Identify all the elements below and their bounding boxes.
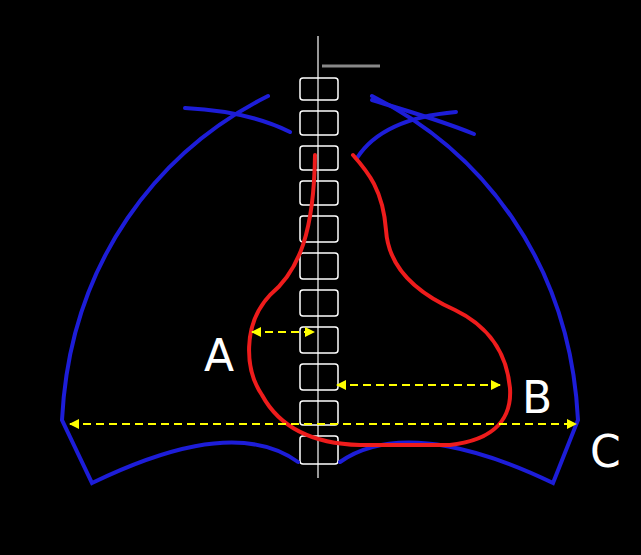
spine xyxy=(300,36,338,478)
lung-outline xyxy=(62,96,578,483)
heart-outline xyxy=(249,155,510,445)
measure-label: A xyxy=(202,334,236,378)
marker-line xyxy=(322,65,380,68)
measure-label: B xyxy=(520,376,554,420)
measure-label: C xyxy=(588,430,623,474)
measure-arrows xyxy=(70,332,576,424)
